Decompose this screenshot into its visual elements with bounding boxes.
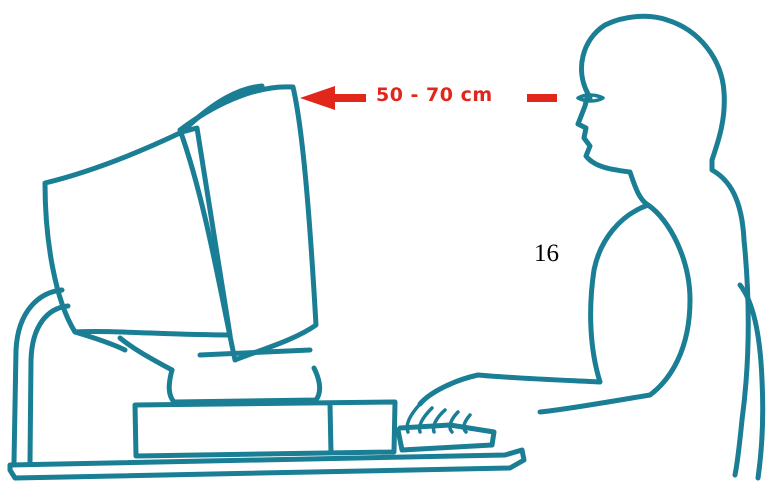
- chair-back: [740, 285, 763, 478]
- monitor-screen: [180, 87, 316, 360]
- monitor-back-housing: [45, 128, 230, 335]
- arrow-head-icon: [300, 86, 335, 110]
- person-face: [578, 94, 648, 205]
- computer-case: [135, 402, 395, 456]
- monitor-housing-depth: [75, 86, 262, 350]
- viewing-distance-label: 50 - 70 cm: [376, 84, 493, 106]
- person-chest-arm: [420, 205, 648, 404]
- keyboard: [398, 425, 494, 450]
- arrow-shaft: [333, 94, 366, 102]
- desk-left-support: [14, 290, 68, 462]
- eye-dash: [527, 94, 557, 102]
- page-number: 16: [534, 240, 559, 268]
- person-head-torso: [582, 16, 749, 475]
- monitor-stand: [169, 368, 319, 402]
- person-pupil: [588, 96, 593, 101]
